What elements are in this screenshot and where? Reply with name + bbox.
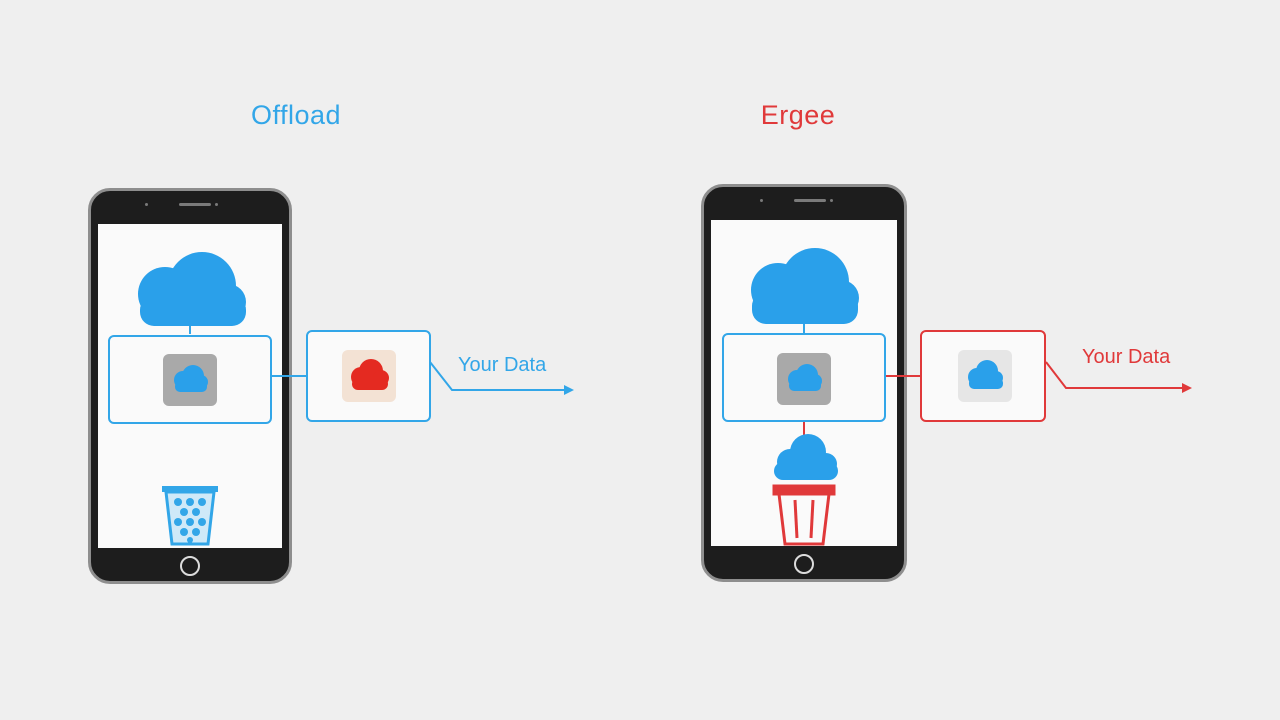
home-button: [794, 554, 814, 574]
cloud-icon: [174, 365, 208, 392]
arrow-icon: [429, 361, 570, 391]
trash-icon: [772, 484, 836, 546]
cloud-icon: [351, 359, 389, 390]
erase-title: Ergee: [760, 100, 836, 130]
arrow-icon: [1045, 361, 1186, 389]
app-icon: [777, 353, 831, 405]
cloud-icon: [138, 252, 246, 326]
your-data-label: Your Data: [1082, 346, 1171, 368]
phone-camera-dot: [145, 203, 148, 206]
erased-app-box: [920, 330, 1046, 422]
cloud-icon: [751, 248, 859, 324]
phone-camera-dot: [760, 199, 763, 202]
arrow-head-icon: [1182, 383, 1192, 393]
app-icon: [163, 354, 217, 406]
phone-speaker: [794, 199, 826, 202]
cloud-icon: [774, 434, 838, 480]
left-app-box: [108, 335, 272, 424]
offload-title: Offload: [250, 100, 342, 130]
your-data-label: Your Data: [458, 354, 547, 376]
offloaded-app-box: [306, 330, 431, 422]
phone-speaker: [179, 203, 211, 206]
home-button: [180, 556, 200, 576]
cloud-icon: [788, 364, 822, 391]
app-icon: [958, 350, 1012, 402]
phone-sensor-dot: [830, 199, 833, 202]
arrow-head-icon: [564, 385, 574, 395]
right-app-box: [722, 333, 886, 422]
trash-icon: [162, 486, 218, 546]
app-icon: [342, 350, 396, 402]
phone-sensor-dot: [215, 203, 218, 206]
cloud-icon: [968, 360, 1003, 389]
